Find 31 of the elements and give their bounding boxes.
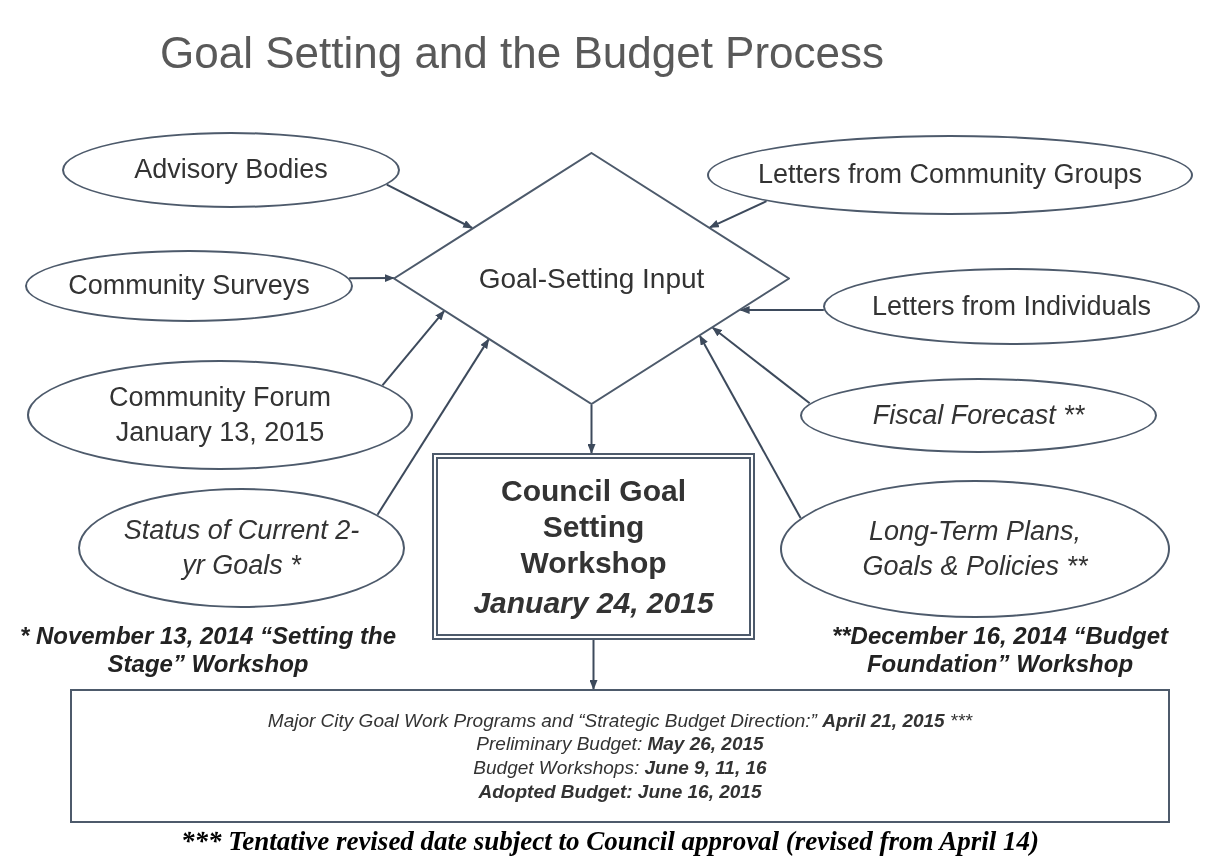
arrow xyxy=(739,306,825,314)
node-label: Letters from Individuals xyxy=(871,289,1152,323)
node-label: Community Surveys xyxy=(68,269,310,303)
process-box xyxy=(70,689,1170,823)
node-label: Status of Current 2-yr Goals * xyxy=(122,513,361,582)
note: * November 13, 2014 “Setting the Stage” Workshop xyxy=(18,622,398,678)
node-label: Letters from Community Groups xyxy=(757,158,1143,192)
node-label: Council Goal Setting Workshop xyxy=(500,472,687,581)
footnote: *** Tentative revised date subject to Council approval (revised from April 14) xyxy=(179,826,1041,857)
arrow xyxy=(587,404,596,454)
arrow xyxy=(711,326,811,405)
arrow xyxy=(708,200,768,229)
node-label: Community Forum January 13, 2015 xyxy=(107,380,332,449)
process-box xyxy=(432,453,755,640)
arrow xyxy=(376,338,490,516)
arrow xyxy=(698,334,802,520)
node-label: Advisory Bodies xyxy=(134,153,328,187)
node-label: Goal-Setting Input xyxy=(478,262,705,295)
note: **December 16, 2014 “Budget Foundation” Workshop xyxy=(830,622,1170,678)
arrow xyxy=(348,274,395,283)
arrow xyxy=(385,183,474,229)
arrow xyxy=(381,310,446,387)
title: Goal Setting and the Budget Process xyxy=(160,28,885,78)
node-label: January 24, 2015 xyxy=(473,584,714,621)
node-label: Long-Term Plans, Goals & Policies ** xyxy=(861,514,1089,583)
node-label: Fiscal Forecast ** xyxy=(872,398,1085,432)
date-line: Adopted Budget: June 16, 2015 xyxy=(478,779,762,804)
arrow xyxy=(589,639,598,690)
date-line: Preliminary Budget: May 26, 2015 xyxy=(476,732,764,756)
date-line: Budget Workshops: June 9, 11, 16 xyxy=(473,756,767,780)
date-line: Major City Goal Work Programs and “Strategic Budget Direction:” April 21, 2015 *** xyxy=(267,708,973,733)
